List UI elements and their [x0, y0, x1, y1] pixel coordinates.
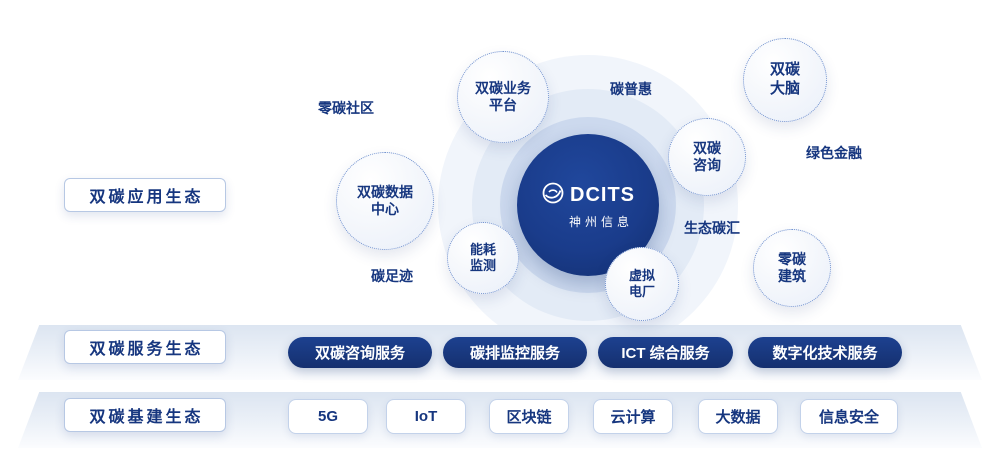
brand-logo-text: DCITS — [570, 183, 635, 206]
tag-carbon-inclusion: 碳普惠 — [610, 81, 652, 97]
label-service-ecosystem: 双碳服务生态 — [64, 330, 226, 364]
infra-chip-big-data: 大数据 — [698, 399, 778, 434]
bubble-energy-monitoring: 能耗 监测 — [447, 222, 519, 294]
infra-chip-security: 信息安全 — [800, 399, 898, 434]
tag-ecological-carbon-sink: 生态碳汇 — [684, 220, 740, 236]
brand-logo-subtext: 神州信息 — [568, 214, 633, 229]
service-pill-consulting: 双碳咨询服务 — [288, 337, 432, 368]
bubble-carbon-brain: 双碳 大脑 — [743, 38, 827, 122]
bubble-zero-carbon-building: 零碳 建筑 — [753, 229, 831, 307]
bubble-data-center: 双碳数据 中心 — [336, 152, 434, 250]
tag-carbon-footprint: 碳足迹 — [371, 268, 413, 284]
dcits-logo-icon — [541, 181, 565, 210]
infra-chip-blockchain: 区块链 — [489, 399, 569, 434]
bubble-carbon-consulting: 双碳 咨询 — [668, 118, 746, 196]
tag-green-finance: 绿色金融 — [806, 145, 862, 161]
infra-chip-5g: 5G — [288, 399, 368, 434]
tag-zero-carbon-community: 零碳社区 — [318, 100, 374, 116]
service-pill-monitoring: 碳排监控服务 — [443, 337, 587, 368]
label-application-ecosystem: 双碳应用生态 — [64, 178, 226, 212]
bubble-business-platform: 双碳业务 平台 — [457, 51, 549, 143]
infra-chip-iot: IoT — [386, 399, 466, 434]
bubble-virtual-power-plant: 虚拟 电厂 — [605, 247, 679, 321]
service-pill-digital-tech: 数字化技术服务 — [748, 337, 902, 368]
service-pill-ict: ICT 综合服务 — [598, 337, 733, 368]
infra-chip-cloud: 云计算 — [593, 399, 673, 434]
label-infrastructure-ecosystem: 双碳基建生态 — [64, 398, 226, 432]
